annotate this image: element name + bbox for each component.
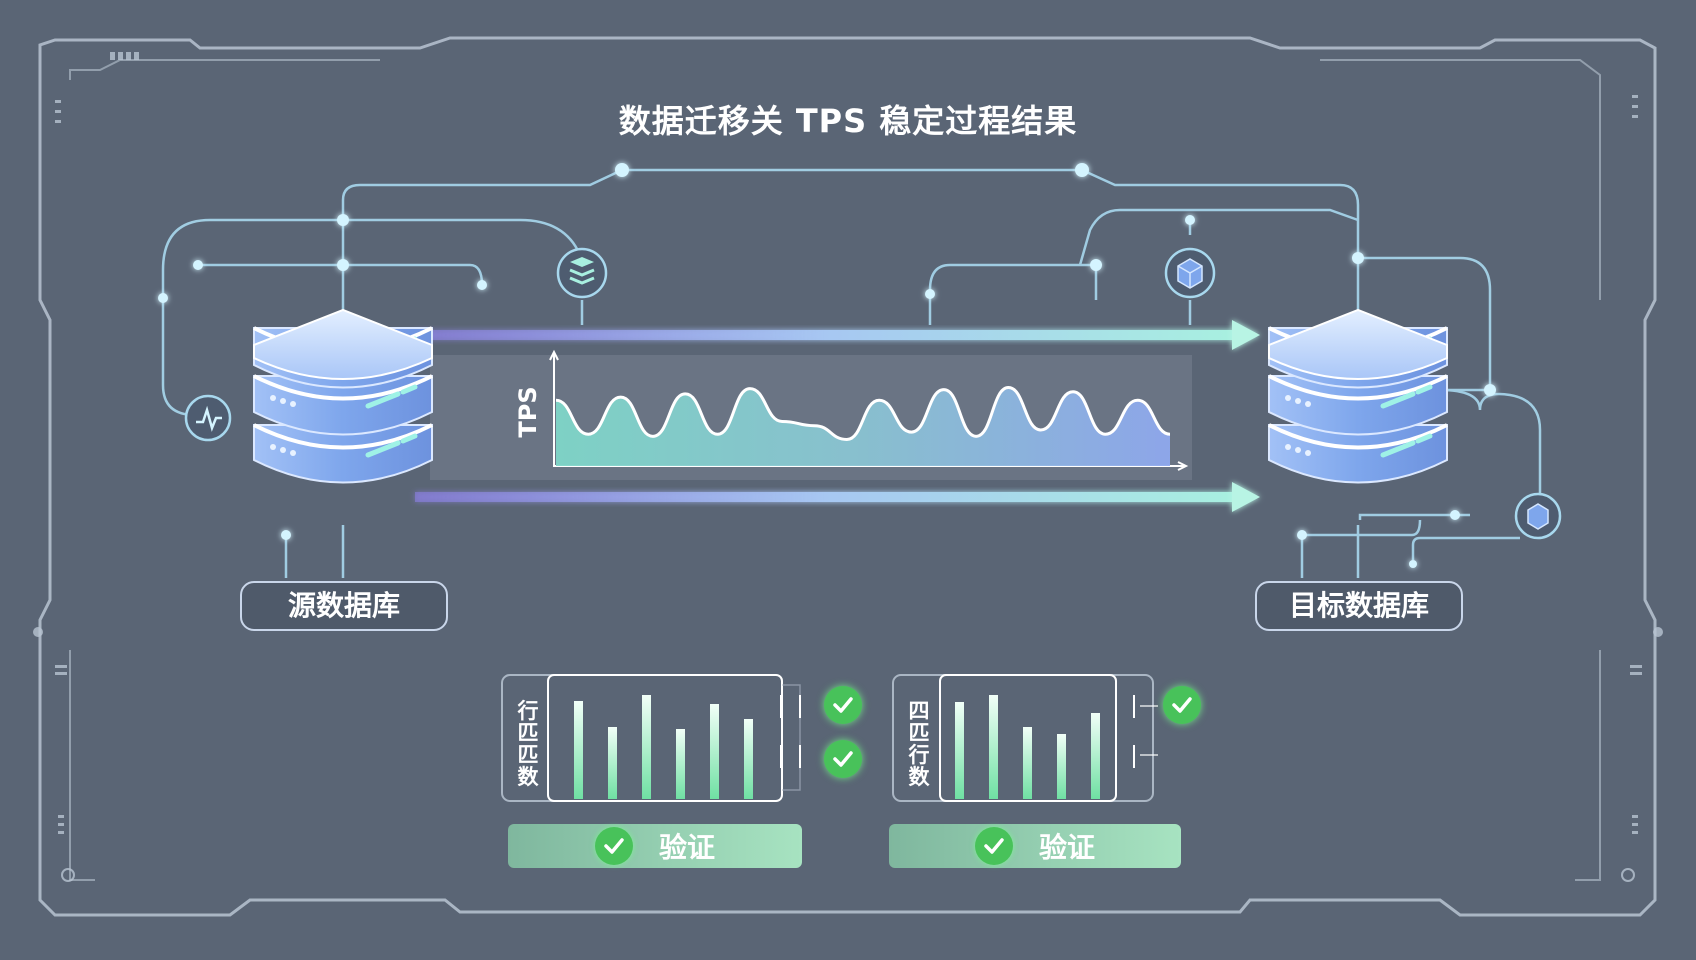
check-icon: [594, 827, 633, 865]
waveform-icon: [184, 394, 232, 442]
circuit-nodes: [158, 163, 1496, 568]
flow-arrow-top: [415, 320, 1260, 350]
hud-markers: [33, 52, 1663, 882]
left-panel-axis-label: 行 匹 匹 数: [513, 700, 543, 788]
axis-char: 行: [908, 743, 930, 767]
bar: [1023, 727, 1032, 799]
axis-char: 匹: [908, 721, 930, 745]
right-bar-panel: [892, 674, 1158, 802]
bar: [642, 695, 651, 799]
axis-char: 四: [908, 699, 930, 723]
bar: [574, 701, 583, 799]
bar: [989, 695, 998, 799]
db-top: [1268, 308, 1448, 380]
bar: [1057, 734, 1066, 799]
bar: [744, 719, 753, 799]
cube-icon: [1164, 247, 1216, 299]
right-verify-button[interactable]: 验证: [889, 824, 1181, 868]
source-database-label: 源数据库: [240, 581, 448, 631]
axis-char: 行: [517, 699, 539, 723]
db-top: [253, 308, 433, 380]
right-panel-axis-label: 四 匹 行 数: [904, 700, 934, 788]
stack-icon: [556, 247, 608, 299]
check-icon: [974, 827, 1013, 865]
tps-wave-area: [556, 387, 1170, 466]
axis-char: 匹: [517, 721, 539, 745]
bar: [608, 727, 617, 799]
cube-icon: [1514, 492, 1562, 540]
page-title: 数据迁移关 TPS 稳定过程结果: [618, 102, 1078, 140]
left-bar-panel: [501, 674, 801, 802]
left-verify-button[interactable]: 验证: [508, 824, 802, 868]
target-database: [1268, 308, 1448, 484]
axis-char: 数: [908, 765, 930, 789]
check-icon: [1163, 686, 1201, 724]
verify-label: 验证: [658, 831, 715, 864]
tps-axis-label: TPS: [514, 386, 542, 437]
tps-chart: TPS: [514, 349, 1189, 471]
bar: [1091, 713, 1100, 799]
db-layer: [253, 423, 433, 484]
bar: [710, 704, 719, 799]
bar: [676, 729, 685, 799]
axis-char: 匹: [517, 743, 539, 767]
check-icon: [824, 740, 862, 778]
db-layer: [253, 374, 433, 436]
verify-label: 验证: [1038, 831, 1095, 864]
bar: [955, 702, 964, 799]
target-database-label: 目标数据库: [1255, 581, 1463, 631]
hud-frame: [38, 36, 1657, 917]
tps-wave-line: [555, 386, 1171, 442]
db-layer: [1268, 374, 1448, 436]
axis-char: 数: [517, 765, 539, 789]
check-icon: [824, 686, 862, 724]
db-layer: [1268, 423, 1448, 484]
source-database: [253, 308, 433, 484]
tps-points: [555, 387, 1171, 440]
flow-arrow-bottom: [415, 482, 1260, 512]
